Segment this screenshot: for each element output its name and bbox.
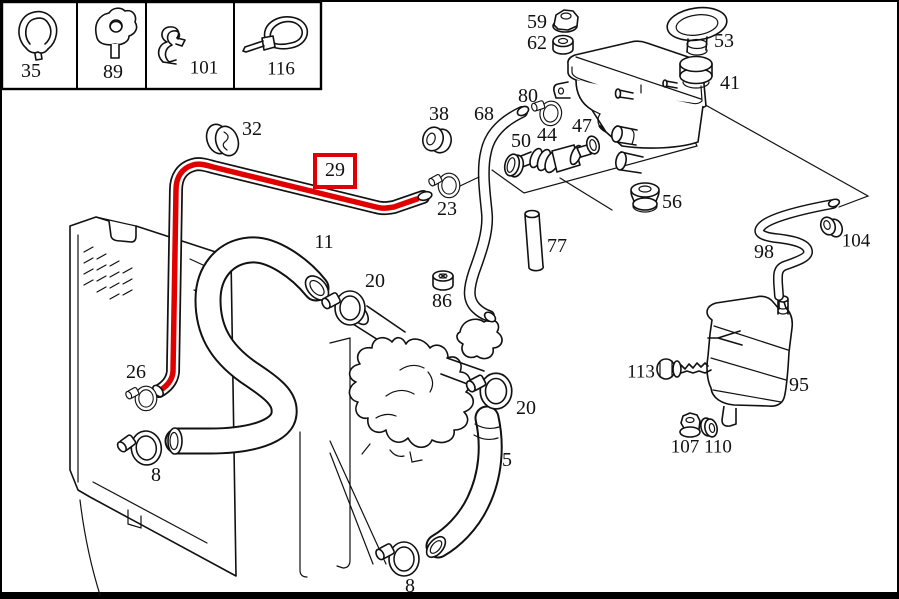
callout-47[interactable]: 47 [572, 115, 592, 137]
callout-26[interactable]: 26 [126, 361, 146, 383]
clamp-8-bottom [373, 541, 420, 577]
legend-label-101[interactable]: 101 [189, 57, 219, 79]
callout-62[interactable]: 62 [527, 32, 547, 54]
expansion-tank-41 [553, 40, 713, 174]
hose-98 [754, 198, 841, 301]
callout-44[interactable]: 44 [537, 124, 557, 146]
grommet-38 [421, 126, 453, 154]
callout-8-left[interactable]: 8 [151, 464, 161, 486]
radiator-fins [83, 246, 133, 300]
nut-107 [679, 412, 701, 438]
clamp-ring-50 [503, 153, 525, 178]
callout-8-bottom[interactable]: 8 [405, 575, 415, 597]
sensor-44 [511, 144, 592, 174]
clamp-23 [427, 172, 480, 199]
clamp-20-upper [319, 290, 366, 326]
callout-20-upper[interactable]: 20 [365, 270, 385, 292]
callout-32[interactable]: 32 [242, 118, 262, 140]
retaining-clip-icon [157, 26, 186, 65]
hose-5 [425, 405, 503, 559]
callout-50[interactable]: 50 [511, 130, 531, 152]
callout-77[interactable]: 77 [547, 235, 567, 257]
grommet-104 [819, 216, 844, 238]
clamp-8-left [113, 428, 165, 470]
callout-53[interactable]: 53 [714, 30, 734, 52]
callout-68[interactable]: 68 [474, 103, 494, 125]
callout-80[interactable]: 80 [518, 85, 538, 107]
o-ring-47 [585, 135, 601, 155]
screw-113 [656, 358, 712, 380]
callout-20-lower[interactable]: 20 [516, 397, 536, 419]
hose-11 [164, 236, 330, 455]
legend-label-116[interactable]: 116 [267, 58, 295, 80]
callout-86[interactable]: 86 [432, 290, 452, 312]
nut-59 [552, 9, 579, 33]
callout-41[interactable]: 41 [720, 72, 740, 94]
mounting-clamp-icon [94, 7, 138, 59]
washer-62 [552, 34, 574, 55]
washer-110 [700, 417, 718, 438]
grommet-86 [432, 270, 454, 291]
highlight-box-29[interactable]: 29 [313, 153, 357, 189]
clip-32 [205, 123, 240, 157]
hose-29-highlighted[interactable] [151, 157, 433, 398]
callout-98[interactable]: 98 [754, 241, 774, 263]
spring-clip-icon [18, 10, 58, 61]
legend-box [0, 0, 323, 91]
radiator-cap-53 [666, 6, 728, 56]
callout-107[interactable]: 107 [670, 436, 700, 458]
callout-110[interactable]: 110 [704, 436, 732, 458]
callout-95[interactable]: 95 [789, 374, 809, 396]
legend-label-89[interactable]: 89 [103, 61, 123, 83]
callout-59[interactable]: 59 [527, 11, 547, 33]
callout-104[interactable]: 104 [841, 230, 871, 252]
callout-38[interactable]: 38 [429, 103, 449, 125]
pipe-77 [524, 209, 545, 272]
legend-label-35[interactable]: 35 [21, 60, 41, 82]
cable-tie-icon [242, 16, 309, 53]
fan-shroud [299, 337, 387, 578]
reservoir-95 [706, 295, 794, 427]
clamp-26 [124, 385, 158, 412]
grommet-56 [630, 182, 660, 213]
callout-23[interactable]: 23 [437, 198, 457, 220]
callout-56[interactable]: 56 [662, 191, 682, 213]
engine-assembly [348, 302, 503, 463]
callout-113[interactable]: 113 [627, 361, 655, 383]
callout-11[interactable]: 11 [314, 231, 334, 253]
callout-5[interactable]: 5 [502, 449, 512, 471]
hose-68 [463, 105, 530, 323]
